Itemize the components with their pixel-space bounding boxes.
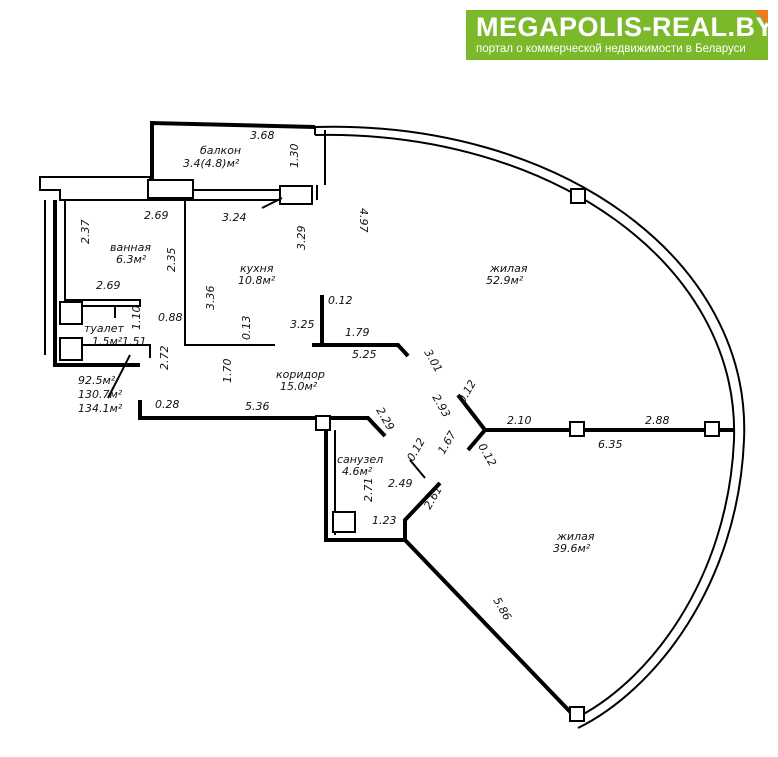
logo-title: MEGAPOLIS-REAL.BY — [476, 12, 775, 42]
dim-label: 2.10 — [507, 414, 532, 427]
dim-label: 1.10 — [130, 306, 143, 331]
dim-label: 1.79 — [345, 326, 370, 339]
room-name-wc: санузел — [337, 453, 383, 466]
dim-label: 2.88 — [645, 414, 670, 427]
dim-label: 0.12 — [404, 436, 428, 464]
dim-label: 2.49 — [388, 477, 413, 490]
dim-label: 2.35 — [165, 248, 178, 273]
dim-label: 2.69 — [144, 209, 169, 222]
dim-label: 5.36 — [245, 400, 270, 413]
dim-label: 1.23 — [372, 514, 397, 527]
dim-label: 1.30 — [288, 144, 301, 169]
dim-label: 4.97 — [357, 208, 370, 233]
dim-label: 3.36 — [204, 286, 217, 311]
dim-label: 5.86 — [490, 595, 514, 623]
dim-label: 6.35 — [598, 438, 623, 451]
room-labels: балкон 3.4(4.8)м² ванная 6.3м² кухня 10.… — [78, 144, 595, 555]
room-name-living-1: жилая — [489, 262, 528, 275]
room-area-living-2: 39.6м² — [553, 542, 591, 555]
dim-label: 2.93 — [429, 392, 453, 420]
room-area-toilet: 1.5м² — [92, 335, 123, 348]
logo-corner — [754, 10, 768, 24]
room-name-bathroom: ванная — [110, 241, 151, 254]
room-name-balcony: балкон — [200, 144, 241, 157]
dim-label: 0.12 — [328, 294, 353, 307]
dim-label: 3.01 — [421, 347, 445, 375]
dim-label: 2.61 — [421, 484, 445, 512]
dim-label: 1.51 — [122, 335, 147, 348]
dim-label: 1.70 — [221, 359, 234, 384]
room-area-wc: 4.6м² — [342, 465, 373, 478]
room-name-living-2: жилая — [556, 530, 595, 543]
dim-label: 0.12 — [455, 378, 479, 406]
room-name-kitchen: кухня — [240, 262, 274, 275]
room-area-bathroom: 6.3м² — [116, 253, 147, 266]
dim-label: 0.28 — [155, 398, 180, 411]
dim-label: 0.88 — [158, 311, 183, 324]
logo-subtitle: портал о коммерческой недвижимости в Бел… — [476, 43, 746, 55]
dim-label: 3.24 — [222, 211, 247, 224]
dim-label: 3.29 — [295, 226, 308, 251]
dim-label: 3.68 — [250, 129, 275, 142]
dim-label: 2.72 — [158, 346, 171, 371]
dim-label: 3.25 — [290, 318, 315, 331]
room-name-toilet: туалет — [84, 322, 124, 335]
room-area-kitchen: 10.8м² — [238, 274, 276, 287]
dim-label: 2.37 — [79, 220, 92, 245]
room-area-balcony: 3.4(4.8)м² — [183, 157, 240, 170]
room-area-living-1: 52.9м² — [486, 274, 524, 287]
walls — [39, 120, 746, 729]
total-area-1: 92.5м² — [78, 374, 116, 387]
dim-label: 2.71 — [362, 478, 375, 503]
dim-label: 2.69 — [96, 279, 121, 292]
dim-label: 0.13 — [240, 316, 253, 341]
total-area-2: 130.7м² — [78, 388, 123, 401]
dim-label: 5.25 — [352, 348, 377, 361]
dim-label: 1.67 — [435, 429, 459, 457]
dim-label: 0.12 — [475, 441, 499, 469]
site-logo[interactable]: MEGAPOLIS-REAL.BY портал о коммерческой … — [466, 10, 774, 60]
room-name-corridor: коридор — [276, 368, 325, 381]
room-area-corridor: 15.0м² — [280, 380, 318, 393]
total-area-3: 134.1м² — [78, 402, 123, 415]
